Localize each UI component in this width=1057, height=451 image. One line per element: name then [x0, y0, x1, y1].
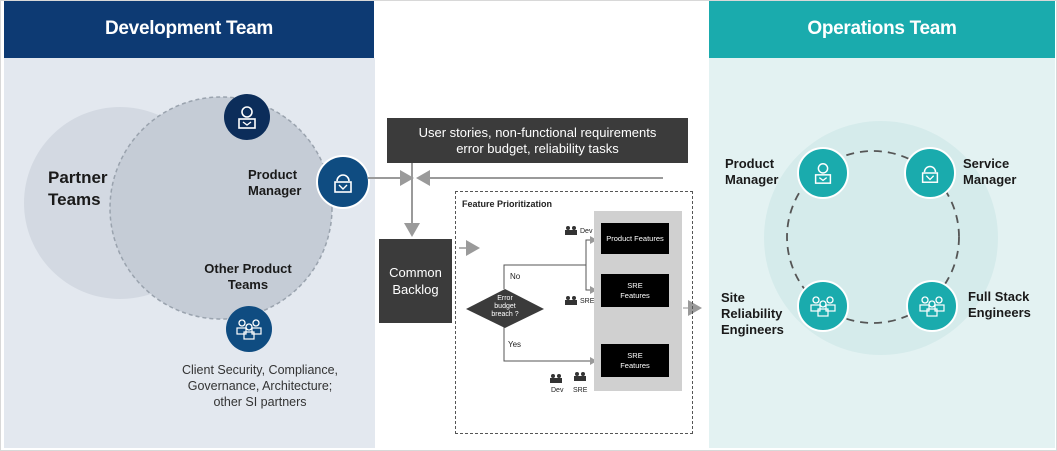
team-icon [906, 280, 958, 332]
dev-venn [24, 96, 333, 320]
ops-circle [764, 121, 998, 355]
person-icon [316, 155, 370, 209]
person-icon [797, 147, 849, 199]
person-icon [904, 147, 956, 199]
people-icon [565, 226, 577, 235]
sre-label: SRE [573, 387, 588, 394]
sre-label: SRE [580, 298, 595, 305]
dev-label: Dev [551, 387, 564, 394]
feature-prioritization-title: Feature Prioritization [462, 199, 553, 209]
feature-prioritization-frame [455, 191, 693, 434]
people-icon [550, 374, 562, 383]
team-icon [226, 306, 272, 352]
no-label: No [510, 272, 521, 281]
ops-team-header: Operations Team [709, 0, 1055, 58]
team-icon [797, 280, 849, 332]
decision-diamond [466, 289, 544, 328]
people-icon [574, 372, 586, 381]
dev-team-header: Development Team [4, 0, 374, 58]
people-icon [565, 296, 577, 305]
person-icon [224, 94, 270, 140]
yes-label: Yes [508, 340, 522, 349]
partners-note: Client Security, Compliance,Governance, … [181, 363, 339, 409]
product-features-box: Product Features [601, 223, 669, 254]
requirements-box: User stories, non-functional requirement… [387, 118, 688, 163]
dev-label: Dev [580, 228, 593, 235]
